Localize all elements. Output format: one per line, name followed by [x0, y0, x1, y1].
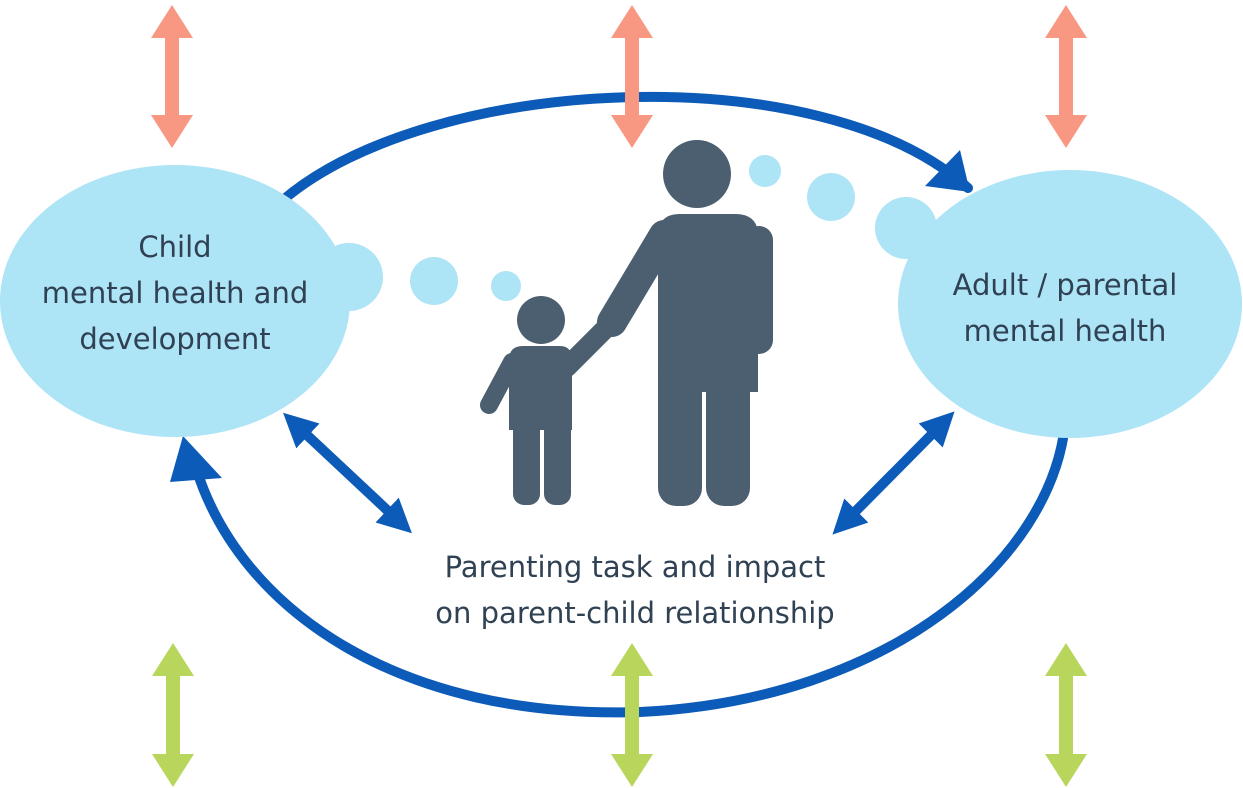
top-arrow-center [611, 5, 653, 148]
bottom-two-way-arrows [152, 643, 1087, 787]
bottom-arrow-center [611, 643, 653, 787]
bottom-arrow-left [152, 643, 194, 787]
cycle-arrow-bottom-head [170, 436, 222, 482]
top-arrow-left [151, 5, 193, 148]
cycle-arrow-top-head [925, 150, 970, 192]
child-figure-icon [480, 296, 572, 505]
child-label-line-3: development [79, 322, 271, 356]
bottom-arrow-right [1045, 643, 1087, 787]
top-two-way-arrows [151, 5, 1087, 148]
adult-thought-cloud [749, 155, 1242, 438]
child-label-line-2: mental health and [41, 276, 309, 310]
adult-figure-icon [557, 140, 773, 506]
adult-label-line-1: Adult / parental [952, 268, 1178, 302]
adult-mental-health-label: Adult / parental mental health [915, 262, 1215, 354]
child-label-line-1: Child [138, 230, 212, 264]
child-mental-health-label: Child mental health and development [20, 224, 330, 362]
top-arrow-right [1045, 5, 1087, 148]
cycle-arrow-bottom [191, 420, 1070, 718]
adult-label-line-2: mental health [963, 314, 1167, 348]
parenting-label-line-2: on parent-child relationship [435, 596, 835, 630]
adult-parenting-two-way-arrow [832, 411, 955, 535]
child-parenting-two-way-arrow [283, 412, 412, 534]
parenting-label-line-1: Parenting task and impact [444, 550, 826, 584]
child-thought-cloud [0, 165, 521, 437]
parenting-task-label: Parenting task and impact on parent-chil… [380, 544, 890, 636]
